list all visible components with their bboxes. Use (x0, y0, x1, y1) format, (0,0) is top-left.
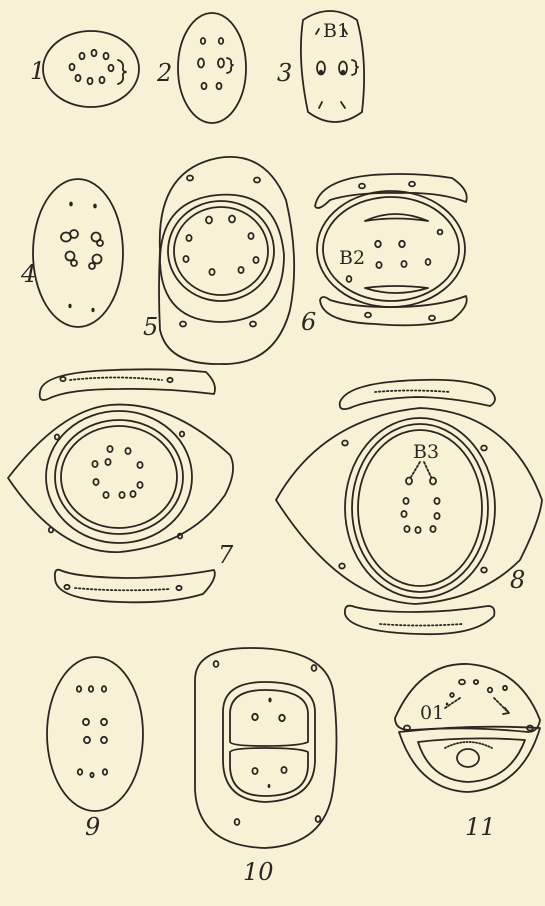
fig1-bundles (70, 50, 127, 84)
fig6-lower-plate (365, 286, 428, 293)
fig9-number: 9 (85, 813, 100, 841)
fig7-bundles (49, 377, 184, 590)
fig8-outer-outline (276, 408, 542, 604)
figure-5: 5 (143, 157, 294, 364)
fig11-central-bundle (457, 749, 479, 767)
fig11-upper-dome (395, 664, 540, 732)
fig8-lower-band (345, 606, 495, 635)
figure-4: 4 (20, 179, 123, 327)
fig5-inner-outline (168, 201, 274, 301)
fig2-bundles (198, 38, 233, 89)
fig5-number: 5 (143, 313, 158, 341)
fig2-number: 2 (156, 59, 172, 87)
figure-6: B2 6 (301, 174, 467, 336)
fig1-number: 1 (30, 57, 45, 85)
fig3-number: 3 (277, 59, 292, 87)
figure-2: 2 (156, 13, 246, 123)
fig7-number: 7 (218, 541, 234, 569)
fig7-upper-band (40, 369, 215, 400)
fig4-outline (33, 179, 123, 327)
figure-11: 01 11 (395, 664, 540, 841)
figure-1: 1 (30, 31, 139, 107)
fig10-number: 10 (243, 858, 274, 886)
figure-10: 10 (195, 648, 337, 886)
fig8-upper-band (340, 380, 495, 409)
fig9-bundles (77, 686, 107, 777)
fig3-annotation-b1: B1 (323, 20, 349, 42)
fig10-lower-chamber (230, 748, 308, 796)
figure-8: B3 8 (276, 380, 542, 634)
fig7-middle-ring (46, 411, 192, 543)
figure-9: 9 (47, 657, 143, 841)
fig11-annotation-01: 01 (420, 702, 444, 724)
figure-7: 7 (8, 369, 234, 602)
fig8-annotation-b3: B3 (413, 441, 439, 463)
fig9-outline (47, 657, 143, 811)
fig6-number: 6 (301, 308, 316, 336)
fig6-annotation-b2: B2 (339, 247, 365, 269)
fig4-bundles (61, 202, 103, 313)
fig2-outline (178, 13, 246, 123)
figure-3: B1 3 (277, 11, 364, 122)
fig8-bundles (339, 391, 487, 626)
fig1-outline (43, 31, 139, 107)
fig7-inner-outline (61, 426, 177, 528)
fig11-number: 11 (465, 813, 496, 841)
fig4-number: 4 (20, 260, 36, 288)
fig6-upper-plate (365, 214, 428, 221)
fig8-number: 8 (510, 566, 525, 594)
fig5-middle-ring (160, 195, 284, 322)
fig7-lower-band (55, 570, 215, 603)
